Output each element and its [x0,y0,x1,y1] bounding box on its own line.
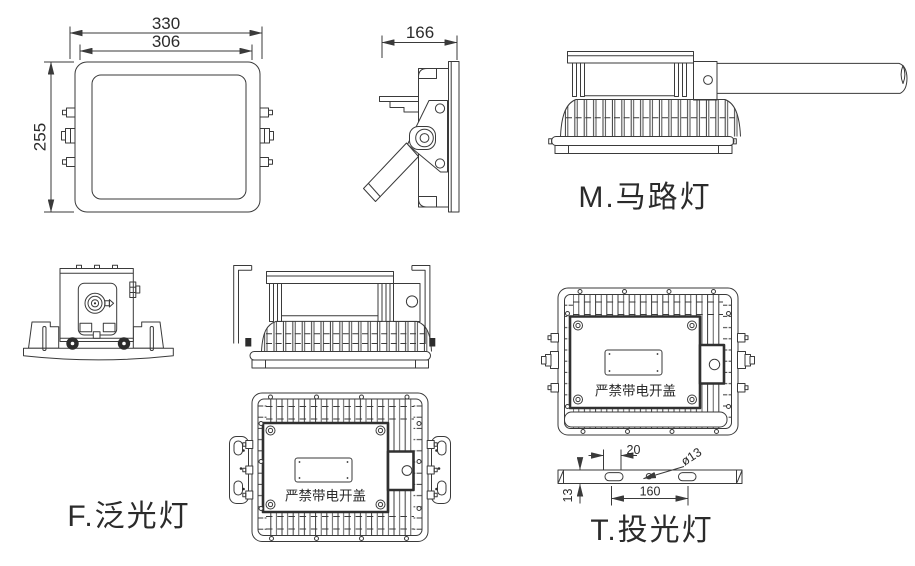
pivot-bolt [415,128,434,148]
mount-slot-right [678,472,697,482]
cover-screws [265,425,386,510]
mounting-plate-detail: 20 ø13 160 13 [557,443,743,506]
cover-screws [573,320,697,405]
dimension-160: 160 [610,485,689,506]
lamp-dome-profile [560,99,741,137]
dimension-306: 306 [79,32,253,60]
dim-255-text: 255 [31,123,50,151]
clamp-hardware-right [737,333,755,393]
front-view: 330 306 255 [31,14,274,213]
side-view: 166 [363,23,460,213]
mounting-arm [363,142,419,202]
dim-20-text: 20 [627,443,641,457]
dimension-13: 13 [561,457,584,504]
rim-screws [258,394,422,541]
warning-text-center: 严禁带电开盖 [285,489,366,504]
bottom-band [564,411,728,428]
mounting-pole [717,62,908,94]
u-bracket-right-arm [411,265,431,344]
side-lug-right [259,107,274,167]
dimension-255: 255 [31,61,74,213]
u-bracket-left-arm [233,265,253,344]
back-view-center: 严禁带电开盖 [229,392,451,542]
dimension-20: 20 [588,443,641,471]
dimension-330: 330 [69,14,263,59]
warning-text-right: 严禁带电开盖 [595,384,676,399]
clamp-hardware-left [541,333,559,393]
nameplate [604,349,663,376]
label-flood-lamp: F.泛光灯 [67,500,190,533]
label-projection-lamp: T.投光灯 [590,514,713,547]
street-lamp-view: M.马路灯 [548,51,908,214]
mount-slot-left [604,472,624,482]
front-face-plate [448,61,460,213]
label-street-lamp: M.马路灯 [578,181,711,214]
dim-13-text: 13 [561,489,575,503]
heatsink-fins [262,321,432,352]
mounting-plate-top [567,51,694,64]
rim-screws [565,289,731,434]
side-lug-left [61,107,76,167]
dim-306-text: 306 [152,32,180,51]
pole-clamp-block [693,61,718,101]
junction-box [386,450,415,492]
dim-hole-diameter-text: ø13 [679,445,705,468]
back-view-right: 严禁带电开盖 [541,287,755,436]
bracket-body [59,268,134,342]
end-view [23,264,174,361]
dimension-166: 166 [381,23,458,60]
dim-160-text: 160 [640,485,661,499]
dim-330-text: 330 [152,14,180,33]
nameplate [294,457,353,483]
bracket-side-view [233,265,436,369]
base-plate [23,347,174,361]
dim-166-text: 166 [406,23,434,42]
edge-tabs [242,440,438,500]
